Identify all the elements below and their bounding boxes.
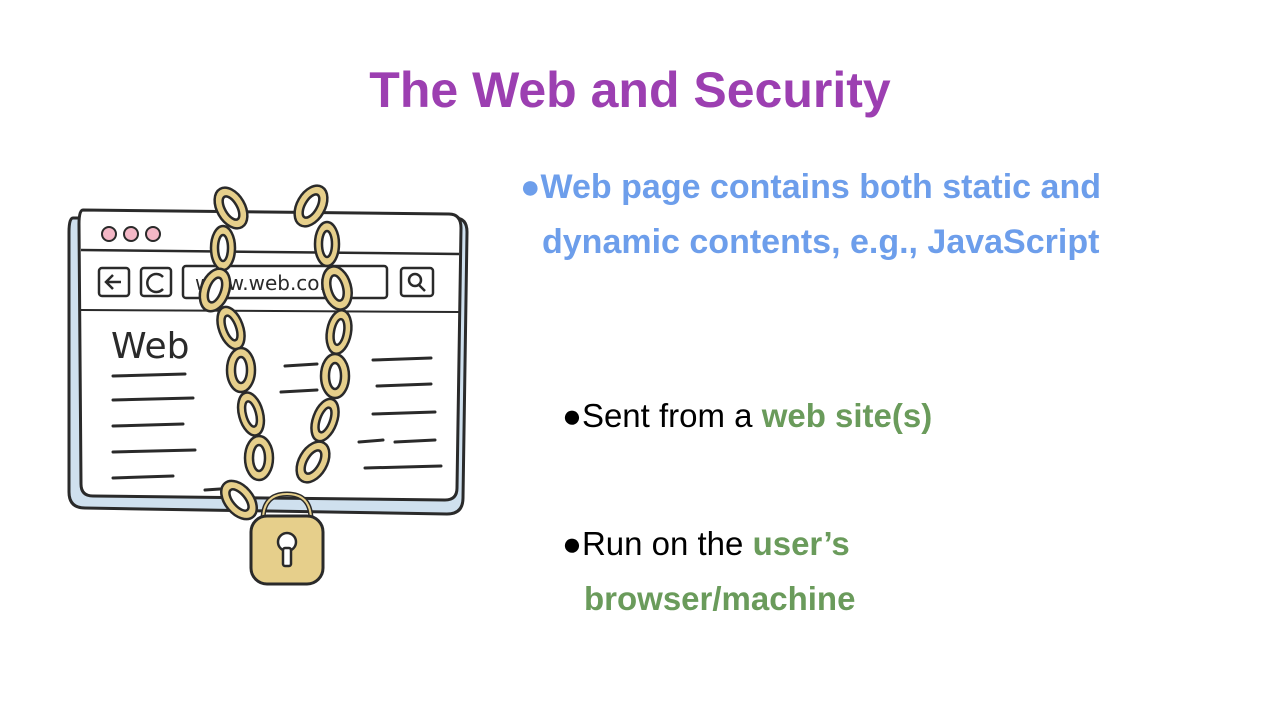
main-bullet: ●Web page contains both static and dynam…	[520, 160, 1182, 270]
bullet-marker: ●	[562, 397, 582, 434]
main-bullet-text: Web page contains both static and dynami…	[540, 168, 1101, 261]
bullet-marker: ●	[520, 168, 541, 206]
sub-bullet-1: ●Sent from a web site(s)	[562, 388, 1184, 443]
sub-bullet-1-text: Sent from a	[581, 397, 762, 434]
page-content-lines	[111, 356, 443, 492]
slide-title: The Web and Security	[369, 62, 891, 118]
sub-bullet-1-highlight: web site(s)	[761, 397, 933, 434]
sub-bullet-2-text: Run on the	[581, 525, 753, 562]
chained-browser-illustration: www.web.com Web	[67, 184, 469, 586]
chain	[198, 184, 353, 521]
padlock-icon	[249, 491, 325, 586]
bullet-marker: ●	[562, 525, 582, 562]
sub-bullet-2: ●Run on the user’s browser/machine	[562, 516, 1004, 626]
sub-bullet-2-highlight: user’s browser/machine	[584, 525, 856, 617]
page-heading-text: Web	[111, 326, 190, 367]
